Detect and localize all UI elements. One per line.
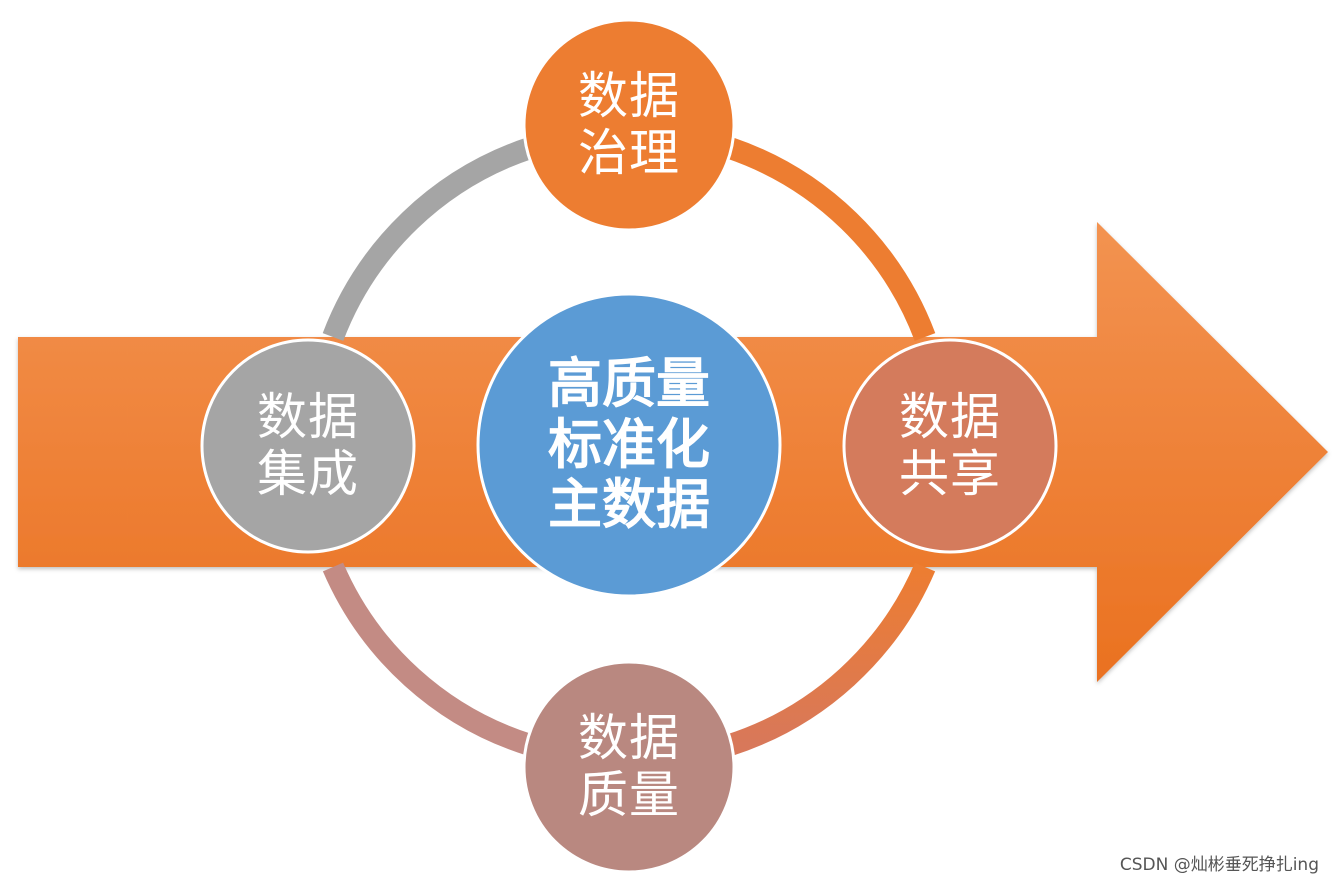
ring-segment-rose bbox=[322, 562, 534, 756]
cycle-ring bbox=[322, 137, 936, 756]
ring-segment-gray bbox=[322, 137, 534, 341]
node-quality-circle bbox=[522, 660, 736, 874]
ring-segment-orange-bottom bbox=[726, 562, 936, 756]
node-integration-circle bbox=[200, 338, 416, 554]
ring-segment-orange-top bbox=[726, 137, 936, 341]
watermark: CSDN @灿彬垂死挣扎ing bbox=[1119, 855, 1319, 875]
center-node-circle bbox=[476, 292, 782, 598]
node-sharing-circle bbox=[842, 338, 1058, 554]
node-governance-circle bbox=[522, 18, 736, 232]
